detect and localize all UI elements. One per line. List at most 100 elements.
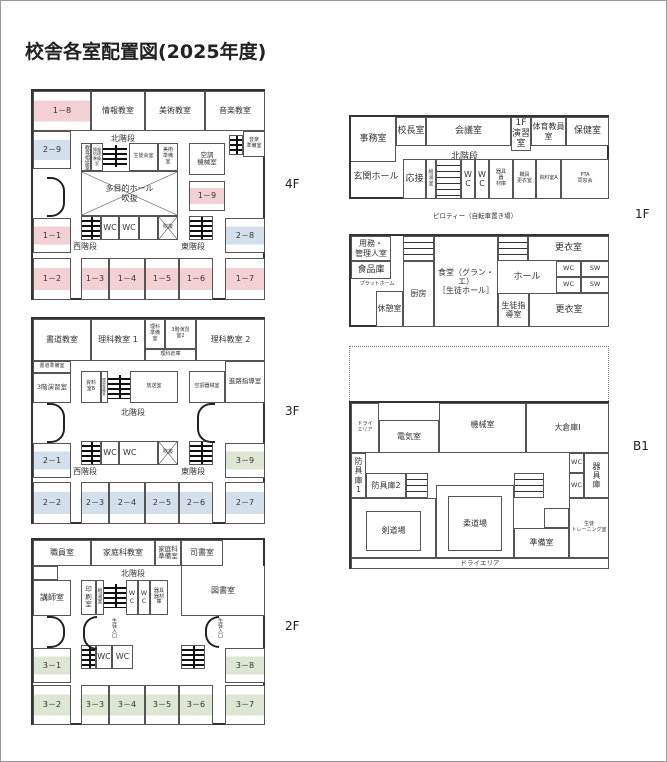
room-music-prep: 音楽 準備室 xyxy=(243,131,265,157)
room-armor-2: 防具庫2 xyxy=(366,473,406,498)
room-caretaker: 用務・ 管理人室 xyxy=(351,236,391,261)
room-student-guidance: 生徒指導室 xyxy=(498,293,529,327)
room-pta: PTA 同窓会 xyxy=(561,159,609,199)
wc: WC xyxy=(101,216,119,240)
room-library: 図書室 xyxy=(181,566,265,616)
east-stairs xyxy=(189,216,213,240)
room-meeting: 会議室 xyxy=(426,117,511,146)
north-stairs xyxy=(103,145,127,167)
floor-b1: ドライ エリア 電気室 機械室 大倉庫I 防 具 庫 1 防具庫2 剣道場 柔道… xyxy=(349,401,609,569)
wc: W C xyxy=(461,159,475,199)
wc: W C xyxy=(138,580,150,615)
shower: SW xyxy=(581,261,609,277)
room-storage-1: 大倉庫I xyxy=(526,403,609,453)
room-calligraphy: 書道教室 xyxy=(33,319,91,361)
room-3-2: 3－2 xyxy=(33,685,71,725)
wc: WC xyxy=(569,453,584,473)
room-career-guidance: 進路指導室 xyxy=(225,361,265,403)
room-2-3: 2－3 xyxy=(81,482,109,524)
room-science-1: 理科教室 1 xyxy=(91,319,145,361)
stairs xyxy=(514,473,544,498)
east-stairs xyxy=(189,441,213,465)
room-2-6: 2－6 xyxy=(179,482,213,524)
void: 吹抜 xyxy=(158,441,178,465)
room-1-7: 1－7 xyxy=(225,258,265,300)
room-1-5: 1－5 xyxy=(145,258,179,300)
room-1-6: 1－6 xyxy=(179,258,213,300)
room-science-prep: 理科 準備 室 xyxy=(145,319,165,349)
north-stairs-label: 北階段 xyxy=(451,152,479,162)
wc: WC xyxy=(96,645,112,669)
wc: W C xyxy=(475,159,489,199)
room-3-1: 3－1 xyxy=(33,648,71,683)
north-stairs-label: 北階段 xyxy=(111,134,135,143)
west-stairs-label: 西階段 xyxy=(73,242,97,251)
stairs xyxy=(403,236,434,261)
stairs xyxy=(229,135,243,155)
room-2-7: 2－7 xyxy=(225,482,265,524)
room-pe-staff: 体育教員室 xyxy=(531,117,566,146)
room-1f-practice: 1F 演習 室 xyxy=(511,117,531,151)
floor-label-3f: 3F xyxy=(285,404,300,418)
room-armor-1: 防 具 庫 1 xyxy=(351,453,366,498)
north-stairs xyxy=(436,159,461,199)
room-calligraphy-prep: 書道準備室 xyxy=(33,361,71,373)
room-student-council: 生徒会室 xyxy=(129,143,158,171)
room-3-9: 3－9 xyxy=(225,443,265,478)
wc: WC xyxy=(556,277,581,293)
floor-4f: 1－8 情報教室 美術教室 音楽教室 2－9 音楽 準備室 北階段 教育相談室 … xyxy=(31,89,265,300)
floor-1f-south: 用務・ 管理人室 食品庫 プラットホーム 休憩室 厨房 食堂（グラン・ エ） ［… xyxy=(349,234,609,327)
room-locker: 更衣室 xyxy=(528,236,609,261)
room-document-a: 資料室A xyxy=(536,159,561,199)
student-entrance-label: 生徒入口 xyxy=(217,618,223,638)
room-1-9: 1－9 xyxy=(189,181,225,211)
room-2-1: 2－1 xyxy=(33,443,71,478)
wc: WC xyxy=(556,261,581,277)
room-kitchen: 厨房 xyxy=(403,261,434,327)
room-locker: 更衣室 xyxy=(529,293,609,327)
corridor-curve xyxy=(197,403,215,443)
wc: WC xyxy=(119,441,158,465)
room-staff: 職員室 xyxy=(33,540,91,566)
floor-label-2f: 2F xyxy=(285,619,300,633)
north-stairs-label: 北階段 xyxy=(121,569,145,578)
room-small xyxy=(33,566,58,580)
corridor-curve xyxy=(205,616,219,648)
wc: WC xyxy=(101,441,119,465)
room-art-prep: 美術 準備 室 xyxy=(158,143,178,171)
multipurpose-hall-void: 多目的ホール 吹抜 xyxy=(81,171,178,216)
blank-room xyxy=(139,216,158,240)
room-machine: 機械室 xyxy=(439,403,526,453)
room-info-prep: 情報処理準備室 xyxy=(91,143,103,171)
room-2-5: 2－5 xyxy=(145,482,179,524)
room-3-7: 3－7 xyxy=(225,685,265,725)
stairs xyxy=(406,473,428,498)
room-staff-locker: 職員 更衣室 xyxy=(513,159,536,199)
room-counseling: 教育相談室 xyxy=(81,143,91,171)
room-prep: 準備室 xyxy=(514,528,569,558)
corridor-curve xyxy=(47,403,65,443)
room-equipment: 器 具 庫 xyxy=(584,453,609,498)
room-3-5: 3－5 xyxy=(145,685,179,725)
room-electric: 電気室 xyxy=(379,420,439,453)
north-stairs-label: 北階段 xyxy=(121,408,145,417)
room-reception: 応接 xyxy=(403,159,426,199)
room-kendo: 剣道場 xyxy=(366,511,421,551)
room-document-b: 資料 室B xyxy=(81,371,101,403)
room-small: 理科準備室 xyxy=(101,371,108,403)
west-stairs xyxy=(81,216,101,240)
room-science-2: 理科教室 2 xyxy=(196,319,265,361)
room-equipment: 器具 器 材庫 xyxy=(489,159,513,199)
east-stairs xyxy=(181,645,205,669)
shower: SW xyxy=(581,277,609,293)
room-nurse: 保健室 xyxy=(566,117,609,146)
room-1-1: 1－1 xyxy=(33,218,71,253)
room-lecturer: 講師室 xyxy=(33,580,71,616)
room-principal: 校長室 xyxy=(396,117,426,146)
room-cafeteria: 食堂（グラン・ エ） ［生徒ホール］ xyxy=(434,236,498,327)
entrance-hall: 玄関ホール xyxy=(353,171,399,182)
dry-area-bottom: ドライエリア xyxy=(351,558,609,569)
room-1-4: 1－4 xyxy=(109,258,145,300)
floor-3f: 書道教室 理科教室 1 理科 準備 室 3階演習 室2 理科倉庫 理科教室 2 … xyxy=(31,317,265,524)
